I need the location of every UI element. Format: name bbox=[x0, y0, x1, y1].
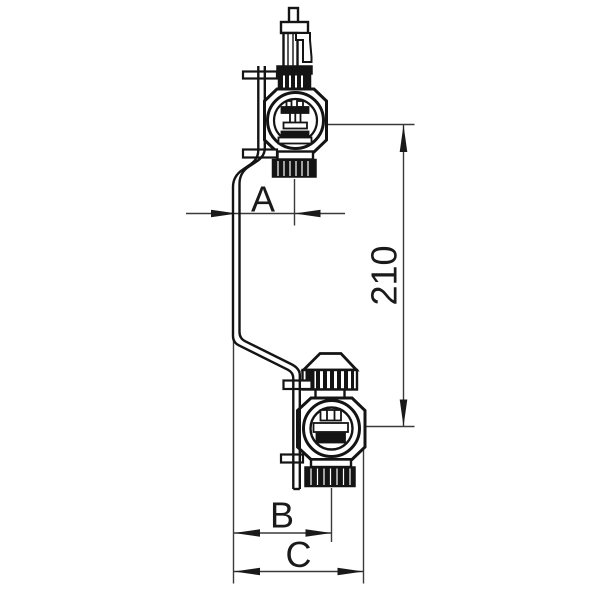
lower-valve-neck bbox=[309, 458, 353, 469]
dim-a-label: A bbox=[251, 179, 275, 220]
dim-b-label: B bbox=[270, 495, 294, 536]
upper-valve-thread bbox=[271, 158, 317, 178]
dim-b-arrow-left bbox=[234, 529, 260, 537]
upper-valve-mechanism bbox=[277, 100, 313, 145]
lower-valve bbox=[296, 352, 367, 488]
dim-c-arrow-left bbox=[234, 567, 260, 576]
upper-valve-collar bbox=[276, 65, 313, 75]
dim-a-arrow-left bbox=[211, 209, 237, 218]
upper-valve-stem-cross bbox=[279, 20, 310, 35]
mounting-bracket bbox=[231, 66, 313, 491]
bracket-rail-right-edge bbox=[238, 66, 301, 489]
bracket-tab-upper-2 bbox=[241, 148, 279, 159]
dim-210-arrow-up bbox=[399, 125, 408, 152]
dim-a-arrow-right bbox=[294, 209, 321, 218]
dimension-c bbox=[234, 428, 365, 584]
dimension-a bbox=[186, 179, 345, 226]
upper-valve-neck bbox=[276, 150, 315, 161]
lower-valve-knob-cap bbox=[300, 352, 360, 372]
upper-valve bbox=[263, 6, 328, 178]
lower-valve-thread bbox=[304, 466, 356, 488]
bracket-tab-lower-2 bbox=[279, 453, 305, 464]
dim-210-label: 210 bbox=[364, 245, 405, 305]
upper-valve-stem-clip bbox=[295, 32, 313, 63]
bracket-rail-left-edge bbox=[231, 66, 295, 489]
bracket-tab-lower-1 bbox=[282, 379, 313, 391]
lower-valve-mechanism bbox=[312, 409, 349, 444]
dim-b-arrow-right bbox=[305, 529, 332, 537]
dim-c-label: C bbox=[286, 534, 312, 575]
bracket-tab-upper-1 bbox=[241, 70, 279, 80]
dimension-b bbox=[234, 488, 333, 542]
dim-c-arrow-right bbox=[337, 567, 364, 576]
dim-210-arrow-down bbox=[399, 399, 408, 427]
dimension-210 bbox=[327, 123, 415, 428]
